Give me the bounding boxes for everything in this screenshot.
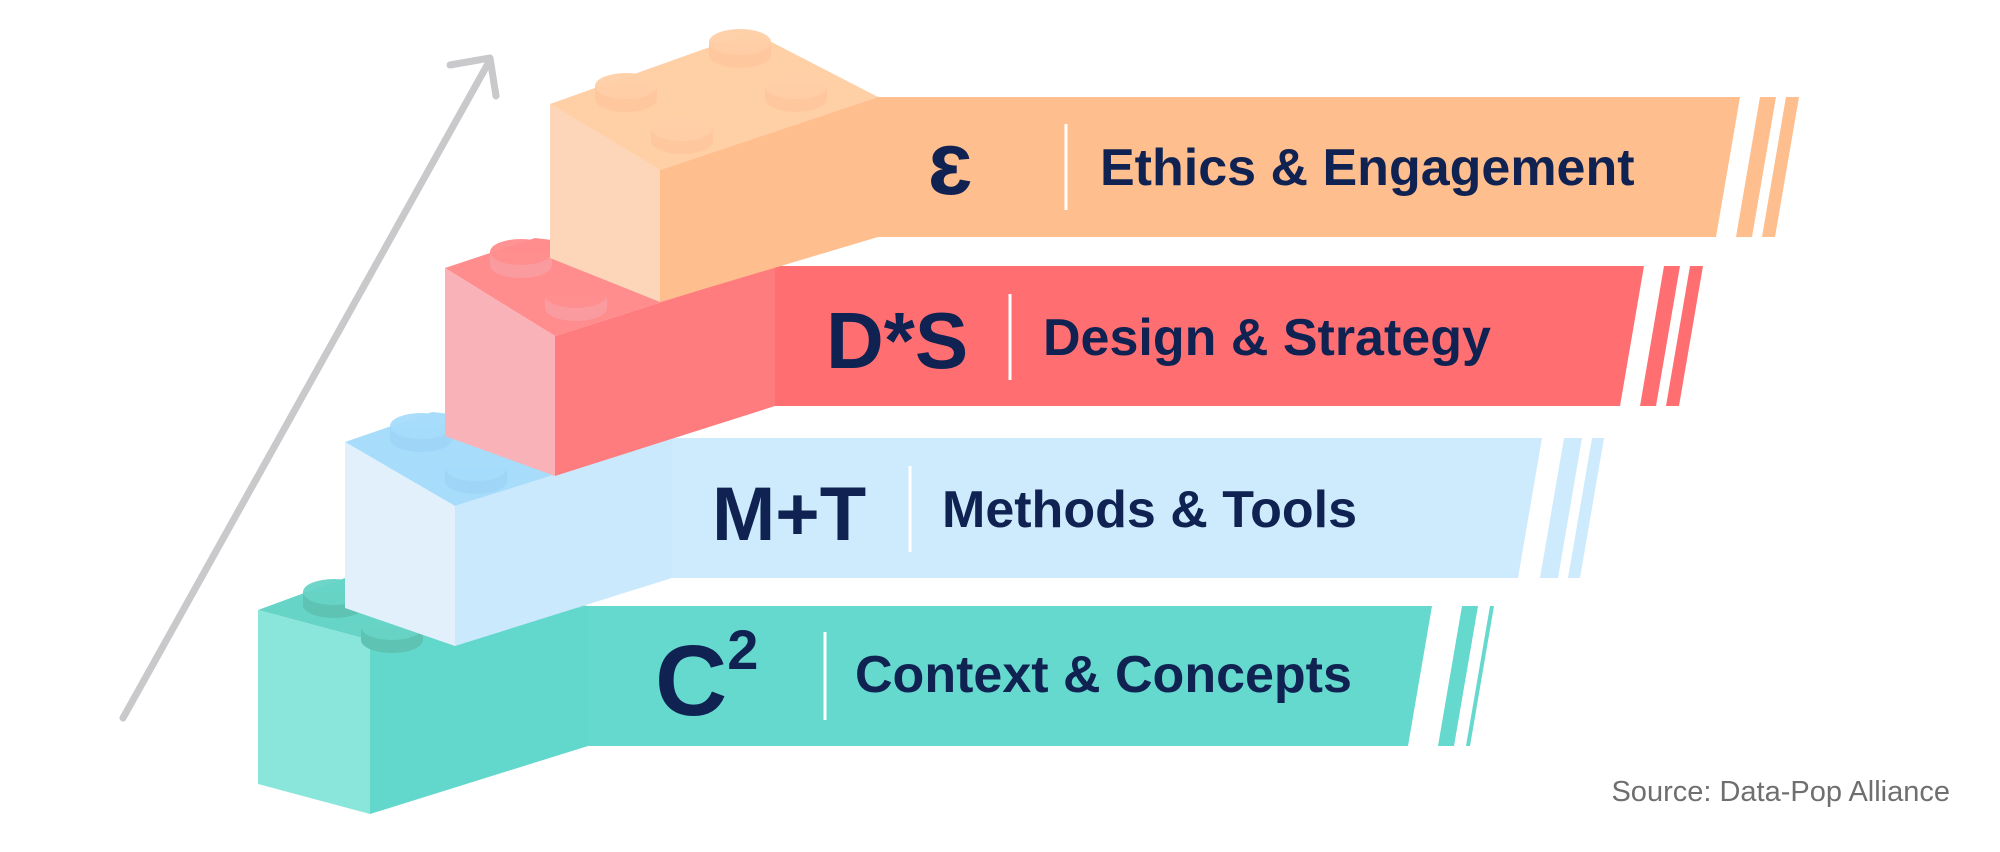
stud (765, 73, 827, 112)
stud (490, 239, 552, 278)
brick-ethics (550, 29, 878, 302)
layer-context: C2 Context & Concepts (258, 578, 1494, 814)
layer-design: D*S Design & Strategy (445, 238, 1703, 476)
stud (445, 455, 507, 494)
stud (545, 282, 607, 321)
brick-context (258, 578, 588, 814)
band-ethics (877, 97, 1799, 237)
abbr-context: C2 (655, 618, 758, 737)
abbr-ethics: ɛ (928, 114, 973, 214)
label-ethics: Ethics & Engagement (1100, 139, 1635, 197)
abbr-methods: M+T (712, 472, 866, 557)
up-right-arrow-icon (119, 54, 500, 722)
band-methods (670, 438, 1604, 578)
label-methods: Methods & Tools (942, 481, 1357, 539)
stud (390, 413, 452, 452)
abbr-design: D*S (826, 296, 968, 385)
layer-ethics: ɛ Ethics & Engagement (550, 29, 1799, 302)
label-context: Context & Concepts (855, 646, 1352, 704)
band-design (772, 266, 1703, 406)
brick-design (445, 238, 775, 476)
stud (651, 115, 713, 154)
band-context (585, 606, 1494, 746)
label-design: Design & Strategy (1043, 309, 1491, 367)
stud (709, 29, 771, 68)
stud (595, 73, 657, 112)
source-caption: Source: Data-Pop Alliance (1611, 776, 1950, 808)
